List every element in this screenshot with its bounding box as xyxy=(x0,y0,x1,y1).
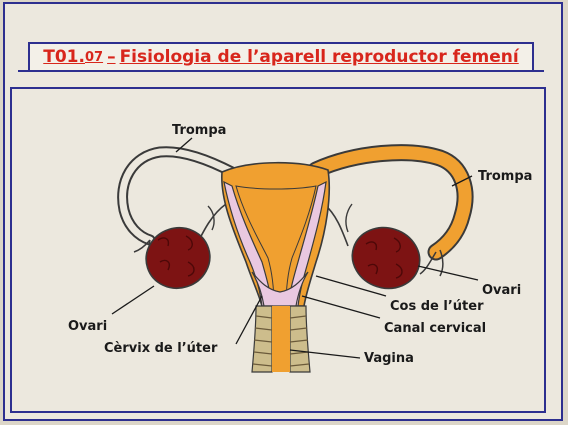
label-cervix-uter: Cèrvix de l’úter xyxy=(104,341,218,356)
vagina-left-wall xyxy=(252,306,272,372)
vagina-right-wall xyxy=(290,306,310,372)
leader-ovari-right xyxy=(418,266,478,280)
leader-canal-cervical xyxy=(302,296,380,318)
label-ovari-right: Ovari xyxy=(482,283,521,298)
right-ovary xyxy=(344,219,427,297)
label-cos-uter: Cos de l’úter xyxy=(390,299,484,314)
vaginal-canal xyxy=(272,306,290,372)
left-ovary xyxy=(138,220,217,297)
label-trompa-left: Trompa xyxy=(172,123,226,138)
label-trompa-right: Trompa xyxy=(478,169,532,184)
right-ligament-knob xyxy=(346,204,352,232)
label-canal-cervical: Canal cervical xyxy=(384,321,486,336)
left-fallopian-tube-inner xyxy=(123,152,232,240)
label-ovari-left: Ovari xyxy=(68,319,107,334)
label-vagina: Vagina xyxy=(364,351,414,366)
left-ligament-knob xyxy=(208,206,214,230)
leader-ovari-left xyxy=(112,286,154,314)
